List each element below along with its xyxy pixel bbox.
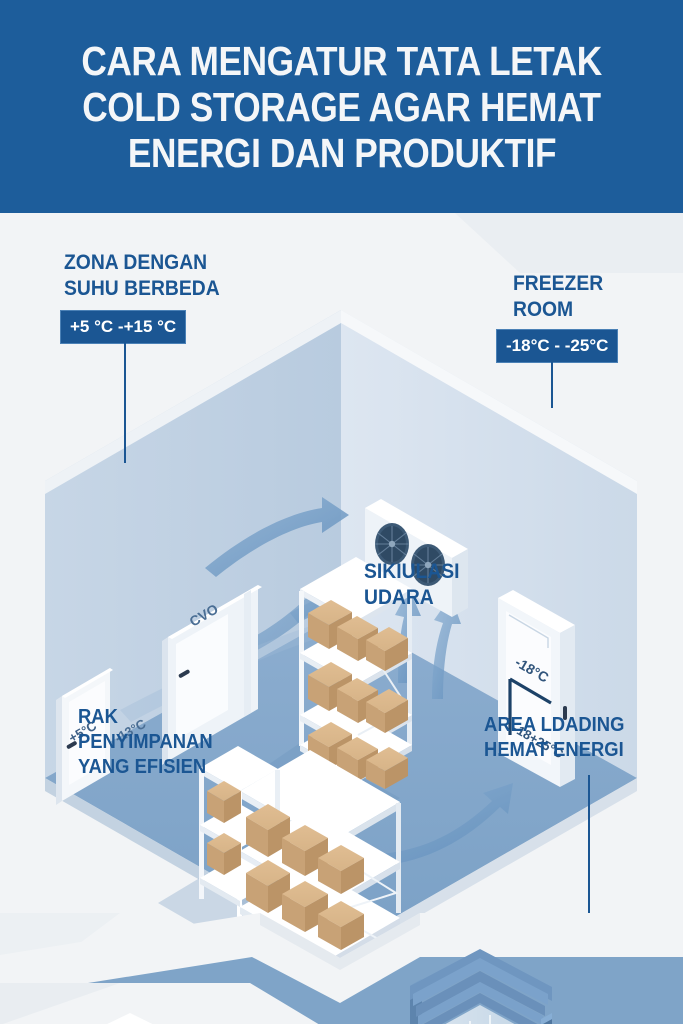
label-area-loading: AREA LDADING HEMAT ENERGI (484, 713, 637, 763)
label-racks-line-3: YANG EFISIEN (78, 756, 207, 778)
title-line-2: COLD STORAGE AGAR HEMAT (82, 83, 601, 130)
title-line-3: ENERGI DAN PRODUKTIF (127, 129, 556, 176)
door-chiller-1[interactable]: +5°C (56, 668, 113, 805)
badge-freezer-temp: -18°C - -25°C (496, 329, 619, 363)
title-line-1: CARA MENGATUR TATA LETAK (81, 37, 602, 84)
label-freezer-line-2: ROOM (513, 298, 574, 321)
label-zona-dengan-suhu-berbeda: ZONA DENGAN SUHU BERBEDA (64, 250, 233, 302)
label-airflow-line-2: UDARA (364, 586, 434, 609)
box-group-tier1 (308, 600, 408, 671)
rack-front (107, 1013, 153, 1024)
loading-dock[interactable] (410, 913, 560, 1024)
label-loading-line-1: AREA LDADING (484, 714, 625, 736)
label-freezer-line-1: FREEZER (513, 272, 604, 295)
leader-line-zone (124, 343, 126, 463)
label-racks-line-1: RAK (78, 706, 118, 728)
header-banner: CARA MENGATUR TATA LETAK COLD STORAGE AG… (0, 0, 683, 213)
box-group-wide-upper (207, 781, 364, 894)
label-freezer-room: FREEZER ROOM (513, 271, 611, 323)
cold-storage-illustration: +5°C -13°C CVO (0, 213, 683, 1024)
fan-left-icon (375, 523, 409, 565)
room-walls (45, 310, 637, 961)
rack-tall (256, 557, 412, 828)
leader-line-loading (588, 775, 590, 913)
leader-line-freezer (551, 362, 553, 408)
evaporator-unit (365, 499, 468, 617)
label-zona-line-1: ZONA DENGAN (64, 251, 208, 274)
label-sikiulasi-udara: SIKIULASI UDARA (364, 559, 468, 611)
box-group-wide-lower (207, 833, 364, 950)
label-rak-penyimpanan: RAK PENYIMPANAN YANG EFISIEN (78, 705, 224, 780)
label-zona-line-2: SUHU BERBEDA (64, 277, 220, 300)
label-airflow-line-1: SIKIULASI (364, 560, 460, 583)
label-loading-line-2: HEMAT ENERGI (484, 739, 624, 761)
badge-zone-temp: +5 °C -+15 °C (60, 310, 187, 344)
label-racks-line-2: PENYIMPANAN (78, 731, 213, 753)
box-group-tier2 (308, 662, 408, 733)
rack-wide (158, 746, 401, 966)
fan-right-icon (411, 544, 445, 586)
illustration-scene: +5°C -13°C CVO (0, 213, 683, 1024)
door-chiller-2[interactable]: CVO (162, 585, 262, 765)
door-freezer[interactable]: -18°C -18+25°C (498, 590, 575, 787)
